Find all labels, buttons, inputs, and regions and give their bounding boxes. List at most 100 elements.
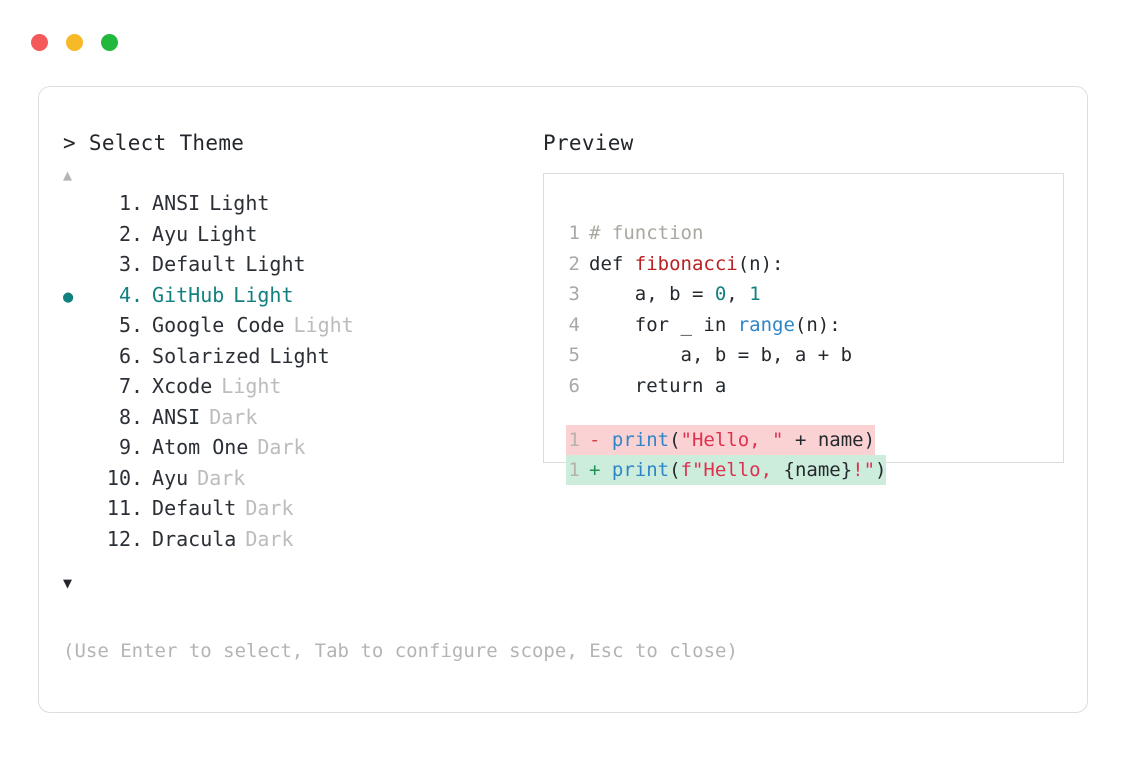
preview-label: Preview	[543, 131, 634, 155]
code-line-text: a, b = b, a + b	[589, 340, 853, 371]
code-token: return a	[589, 374, 727, 397]
diff-removed-line: 1- print("Hello, " + name)	[566, 425, 876, 455]
line-number: 1	[568, 222, 580, 244]
theme-item-variant: Light	[233, 282, 294, 307]
diff-line-text: print(f"Hello, {name}!")	[612, 455, 887, 485]
code-line: 1 # function	[566, 218, 1063, 249]
theme-item-index: 5	[118, 313, 131, 337]
theme-item-name: Xcode	[152, 374, 213, 398]
code-token: (	[669, 429, 681, 451]
theme-item-name: Solarized	[152, 343, 261, 368]
code-token: 0	[714, 283, 727, 305]
theme-item-dot: .	[131, 496, 144, 520]
theme-item-name: Default	[152, 496, 237, 520]
theme-item-index: 9	[118, 435, 131, 459]
minimize-button[interactable]	[66, 34, 83, 51]
theme-list-item[interactable]: 11. Default Dark	[63, 496, 533, 527]
theme-item-variant: Light	[209, 191, 270, 215]
window-traffic-lights	[31, 34, 118, 51]
theme-item-dot: .	[131, 221, 144, 246]
theme-item-dot: .	[131, 526, 144, 551]
code-token: a, b =	[589, 283, 715, 305]
code-token: print	[611, 429, 670, 451]
theme-item-dot: .	[131, 435, 144, 459]
code-token: fibonacci	[634, 252, 738, 275]
code-token: (n):	[737, 252, 784, 275]
theme-item-dot: .	[131, 313, 144, 337]
code-token: print	[611, 459, 670, 481]
theme-item-variant: Light	[245, 252, 306, 276]
theme-item-index: 8	[118, 404, 131, 429]
theme-item-dot: .	[131, 191, 144, 215]
theme-item-name: Google Code	[152, 313, 285, 337]
code-line-text: # function	[589, 218, 703, 249]
scroll-up-arrow[interactable]: ▲	[63, 166, 73, 184]
theme-item-dot: .	[131, 374, 144, 398]
code-token: ,	[726, 283, 750, 305]
selected-bullet-icon: ●	[63, 286, 74, 307]
select-theme-prompt: > Select Theme	[63, 131, 245, 155]
theme-item-variant: Dark	[245, 496, 294, 520]
code-token: (	[669, 459, 681, 481]
theme-item-index: 7	[118, 374, 131, 398]
close-button[interactable]	[31, 34, 48, 51]
keyboard-hint: (Use Enter to select, Tab to configure s…	[63, 640, 738, 662]
code-line-text: a, b = 0, 1	[589, 279, 761, 310]
theme-item-name: GitHub	[152, 282, 225, 307]
theme-item-name: Atom One	[152, 435, 249, 459]
diff-sign: -	[589, 429, 612, 451]
theme-item-dot: .	[131, 343, 144, 368]
line-number: 1	[568, 459, 580, 481]
code-line: 6 return a	[566, 371, 1063, 402]
theme-item-variant: Light	[197, 221, 258, 246]
code-line: 4 for _ in range(n):	[566, 310, 1063, 341]
code-token: 1	[749, 283, 761, 305]
diff-line-text: print("Hello, " + name)	[612, 425, 875, 455]
line-number: 5	[568, 344, 580, 366]
code-token: f"Hello,	[680, 459, 784, 481]
theme-item-name: ANSI	[152, 191, 201, 215]
code-token: for _ in	[589, 313, 738, 336]
theme-item-index: 11	[106, 496, 131, 520]
code-token: {name}	[783, 459, 853, 481]
theme-list-item[interactable]: 6. Solarized Light	[63, 344, 533, 375]
theme-item-index: 3	[118, 252, 131, 276]
code-token: (n):	[794, 313, 841, 336]
scroll-down-arrow[interactable]: ▼	[63, 574, 73, 592]
code-line-text: return a	[589, 371, 727, 402]
theme-item-variant: Light	[269, 343, 330, 368]
code-token: a, b = b, a + b	[589, 344, 853, 366]
code-token: range	[737, 313, 795, 336]
code-token: )	[875, 459, 887, 481]
theme-item-index: 6	[118, 343, 131, 368]
code-line: 3 a, b = 0, 1	[566, 279, 1063, 310]
code-line: 5 a, b = b, a + b	[566, 340, 1063, 371]
theme-item-variant: Light	[221, 374, 282, 398]
theme-item-index: 12	[106, 526, 131, 551]
theme-list-item[interactable]: 7. Xcode Light	[63, 374, 533, 405]
maximize-button[interactable]	[101, 34, 118, 51]
code-token: def	[589, 252, 635, 275]
theme-item-index: 10	[106, 465, 131, 490]
theme-item-variant: Dark	[209, 404, 258, 429]
theme-item-variant: Dark	[197, 465, 246, 490]
code-spacer	[566, 401, 1063, 425]
theme-item-dot: .	[131, 404, 144, 429]
theme-item-dot: .	[131, 252, 144, 276]
diff-added-line: 1+ print(f"Hello, {name}!")	[566, 455, 887, 485]
